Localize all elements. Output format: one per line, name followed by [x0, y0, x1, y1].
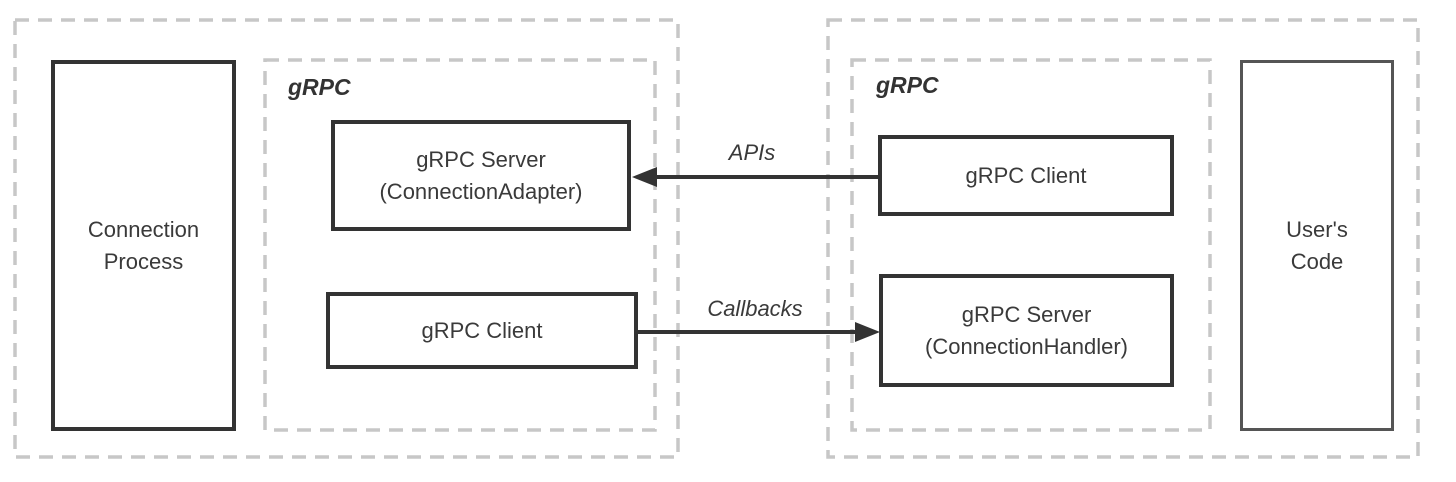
callbacks-arrowhead-icon [855, 322, 880, 342]
left-grpc-client-box: gRPC Client [326, 292, 638, 369]
connection-process-box: Connection Process [51, 60, 236, 431]
left-grpc-client-label: gRPC Client [421, 317, 543, 343]
users-code-box: User's Code [1240, 60, 1394, 431]
left-grpc-boundary [263, 58, 657, 432]
connection-process-label: Connection Process [87, 216, 200, 274]
apis-arrow [632, 167, 878, 187]
grpc-server-connection-adapter-label: gRPC Server (ConnectionAdapter) [379, 146, 583, 204]
grpc-server-connection-handler-box: gRPC Server (ConnectionHandler) [879, 274, 1174, 387]
apis-arrowhead-icon [632, 167, 657, 187]
right-grpc-client-box: gRPC Client [878, 135, 1174, 216]
left-process-boundary [13, 18, 680, 459]
right-grpc-group-label: gRPC [876, 72, 939, 98]
apis-arrow-label: APIs [728, 140, 776, 165]
users-code-label: User's Code [1286, 216, 1348, 274]
left-grpc-group-label: gRPC [288, 74, 351, 100]
callbacks-arrow-label: Callbacks [707, 296, 803, 321]
grpc-server-connection-adapter-box: gRPC Server (ConnectionAdapter) [331, 120, 631, 231]
right-process-boundary [826, 18, 1420, 459]
right-grpc-boundary [850, 58, 1212, 432]
grpc-server-connection-handler-label: gRPC Server (ConnectionHandler) [925, 301, 1128, 359]
callbacks-arrow [637, 322, 880, 342]
right-grpc-client-label: gRPC Client [965, 162, 1087, 188]
